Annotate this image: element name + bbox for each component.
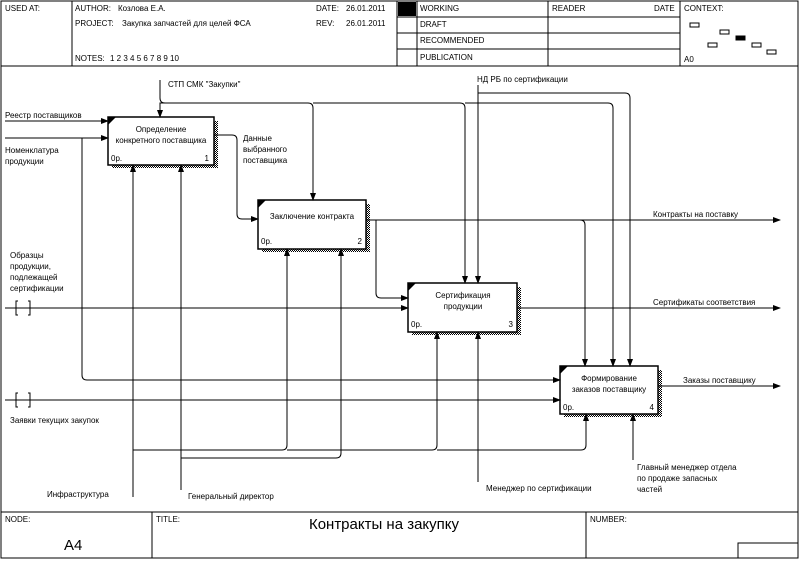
label-input-samples-line3: подлежащей xyxy=(10,273,58,282)
activity-box-2-title: Заключение контракта xyxy=(270,212,355,221)
arrow-mech-infra-box3 xyxy=(287,331,440,451)
activity-box-4-cost: 0р. xyxy=(563,403,574,412)
label-data-line1: Данные xyxy=(243,134,272,143)
label-data-line3: поставщика xyxy=(243,156,288,165)
label-mech-infra: Инфраструктура xyxy=(47,490,109,499)
arrow-mech-infra-box2 xyxy=(133,248,290,451)
label-control-nd: НД РБ по сертификации xyxy=(477,75,568,84)
label-output-orders: Заказы поставщику xyxy=(683,376,756,385)
arrow-control-stp-box3 xyxy=(313,102,468,284)
status-recommended: RECOMMENDED xyxy=(420,36,485,45)
activity-box-3-cost: 0р. xyxy=(411,320,422,329)
diagram-title: Контракты на закупку xyxy=(309,516,460,533)
activity-box-2-cost: 0р. xyxy=(261,237,272,246)
label-output-contracts: Контракты на поставку xyxy=(653,210,738,219)
node-value: A4 xyxy=(64,537,82,554)
activity-box-4-number: 4 xyxy=(650,403,655,412)
label-input-requests: Заявки текущих закупок xyxy=(10,416,99,425)
notes-label: NOTES: xyxy=(75,54,105,63)
arrow-selected-supplier-data xyxy=(214,134,259,222)
label-mech-cert-manager: Менеджер по сертификации xyxy=(486,484,592,493)
activity-box-1-number: 1 xyxy=(205,154,210,163)
arrow-control-stp-box2 xyxy=(160,102,316,201)
working-status-marker xyxy=(398,2,416,16)
activity-box-4-title-line2: заказов поставщику xyxy=(572,385,646,394)
author-label: AUTHOR: xyxy=(75,4,111,13)
label-input-samples-line2: продукции, xyxy=(10,262,51,271)
label-input-registry: Реестр поставщиков xyxy=(5,111,82,120)
rev-label: REV: xyxy=(316,19,334,28)
arrow-contracts-to-box4 xyxy=(579,219,588,367)
arrow-control-stp-box1 xyxy=(157,80,166,118)
activity-box-4[interactable]: Формирование заказов поставщику 0р. 4 xyxy=(559,365,662,417)
project-value: Закупка запчастей для целей ФСА xyxy=(122,19,251,28)
activity-box-1-title-line2: конкретного поставщика xyxy=(116,136,207,145)
activity-box-3-title-line2: продукции xyxy=(444,302,483,311)
label-data-line2: выбранного xyxy=(243,145,288,154)
label-mech-chief-line1: Главный менеджер отдела xyxy=(637,463,737,472)
label-mech-chief-line3: частей xyxy=(637,485,662,494)
arrow-nomenclature-to-box4 xyxy=(81,138,561,383)
used-at-label: USED AT: xyxy=(5,4,40,13)
status-draft: DRAFT xyxy=(420,20,447,29)
activity-box-1-title-line1: Определение xyxy=(136,125,187,134)
reader-date-label: DATE xyxy=(654,4,675,13)
activity-box-3-number: 3 xyxy=(509,320,514,329)
status-publication: PUBLICATION xyxy=(420,53,473,62)
tunnel-markers xyxy=(15,300,31,408)
label-output-certificates: Сертификаты соответствия xyxy=(653,298,755,307)
arrow-lines xyxy=(5,80,781,497)
activity-box-4-title-line1: Формирование xyxy=(581,374,637,383)
author-value: Козлова Е.А. xyxy=(118,4,166,13)
activity-box-1-cost: 0р. xyxy=(111,154,122,163)
label-control-stp: СТП СМК "Закупки" xyxy=(168,80,241,89)
activity-box-2-number: 2 xyxy=(358,237,363,246)
date-value: 26.01.2011 xyxy=(346,4,386,13)
number-label: NUMBER: xyxy=(590,515,627,524)
project-label: PROJECT: xyxy=(75,19,114,28)
arrow-contracts-to-box3 xyxy=(375,220,409,301)
label-input-nomenclature-line1: Номенклатура xyxy=(5,146,59,155)
arrow-control-stp-box4 xyxy=(465,102,616,367)
activity-box-3[interactable]: Сертификация продукции 0р. 3 xyxy=(407,282,521,335)
tunnel-samples xyxy=(15,300,31,316)
context-node: A0 xyxy=(684,55,694,64)
label-input-samples-line1: Образцы xyxy=(10,251,44,260)
arrow-mech-infra-box4 xyxy=(437,413,589,451)
arrow-mech-director-box2 xyxy=(181,248,344,459)
arrow-control-nd-box4 xyxy=(478,92,633,367)
context-label: CONTEXT: xyxy=(684,4,724,13)
activity-box-3-title-line1: Сертификация xyxy=(435,291,490,300)
context-thumbnail xyxy=(689,22,777,55)
activity-box-2[interactable]: Заключение контракта 0р. 2 xyxy=(257,199,370,252)
label-input-nomenclature-line2: продукции xyxy=(5,157,44,166)
footer-frame xyxy=(1,511,799,559)
label-input-samples-line4: сертификации xyxy=(10,284,64,293)
rev-value: 26.01.2011 xyxy=(346,19,386,28)
activity-box-1[interactable]: Определение конкретного поставщика 0р. 1 xyxy=(107,116,218,168)
label-mech-chief-line2: по продаже запасных xyxy=(637,474,717,483)
date-label: DATE: xyxy=(316,4,339,13)
notes-value: 1 2 3 4 5 6 7 8 9 10 xyxy=(110,54,179,63)
status-working: WORKING xyxy=(420,4,459,13)
reader-label: READER xyxy=(552,4,586,13)
label-mech-director: Генеральный директор xyxy=(188,492,274,501)
tunnel-requests xyxy=(15,392,31,408)
title-label: TITLE: xyxy=(156,515,180,524)
node-label: NODE: xyxy=(5,515,30,524)
